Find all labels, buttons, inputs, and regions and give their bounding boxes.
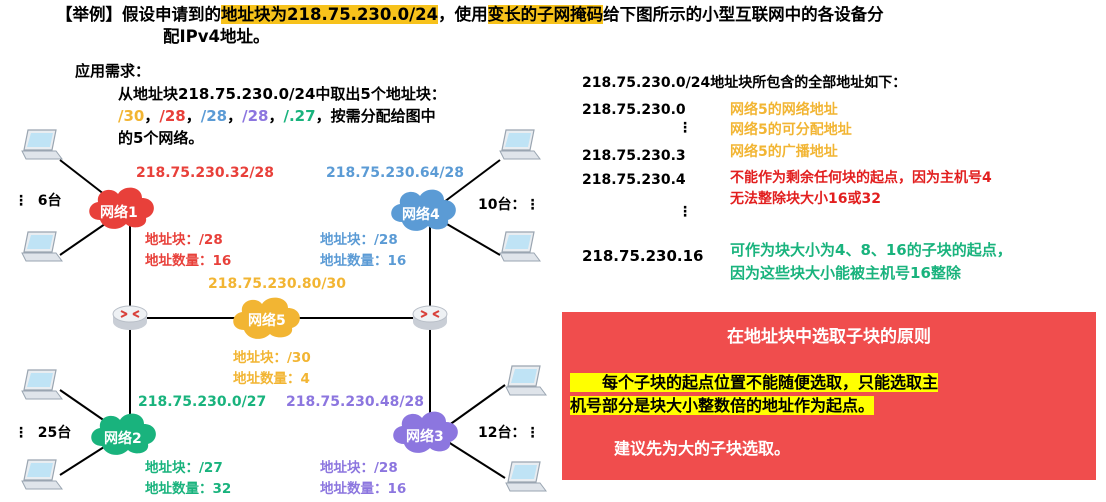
ellipsis-icon: ⋮	[525, 197, 540, 213]
ellipsis-icon: ⋮	[525, 425, 540, 441]
address-4-desc-1: 不能作为剩余任何块的起点，因为主机号4	[730, 170, 992, 186]
principle-line-1: 每个子块的起点位置不能随便选取，只能选取主	[570, 372, 939, 393]
cloud-network1	[89, 187, 154, 229]
req-sep: ，	[268, 107, 284, 125]
network5-block: 地址块：/30	[233, 350, 311, 366]
cloud-network5	[233, 297, 300, 339]
cloud-label-network5: 网络5	[248, 312, 286, 329]
network4-prefix: 218.75.230.64/28	[326, 165, 464, 181]
laptop-icon	[21, 129, 63, 160]
address-0: 218.75.230.0	[582, 102, 686, 118]
network3-prefix: 218.75.230.48/28	[286, 394, 424, 410]
cloud-label-network2: 网络2	[104, 430, 142, 447]
requirement-label: 应用需求：	[75, 62, 151, 80]
colon-text: ：	[511, 197, 526, 213]
principle-line-1-text: 每个子块的起点位置不能随便选取，只能选取主	[570, 373, 939, 392]
principle-line-3: 建议先为大的子块选取。	[614, 439, 791, 458]
header-highlight-block: 地址块为218.75.230.0/24	[221, 5, 439, 24]
network2-count: 地址数量：32	[145, 481, 232, 497]
req-tail: ，按需分配给图中	[315, 107, 436, 125]
principle-line-2: 机号部分是块大小整数倍的地址作为起点。	[570, 395, 875, 416]
cloud-label-network1: 网络1	[100, 204, 138, 221]
ellipsis-icon: ⋮	[14, 193, 28, 209]
network1-prefix: 218.75.230.32/28	[136, 165, 274, 181]
network1-block: 地址块：/28	[145, 232, 223, 248]
network4-hosts-text: 10台	[478, 197, 512, 213]
address-3-desc: 网络5的广播地址	[730, 144, 838, 160]
network1-count: 地址数量：16	[145, 253, 232, 269]
network4-count: 地址数量：16	[320, 253, 407, 269]
laptop-icon	[499, 231, 541, 262]
address-1-desc: 网络5的可分配地址	[730, 122, 852, 138]
network2-hosts: ⋮ 25台	[14, 425, 71, 441]
header-mid: ，使用	[438, 5, 488, 24]
req-block-30: /30	[118, 107, 145, 125]
laptop-icon	[505, 461, 547, 492]
req-sep: ，	[144, 107, 160, 125]
principle-line-2-text: 机号部分是块大小整数倍的地址作为起点。	[570, 396, 875, 415]
cloud-network2	[91, 413, 156, 455]
principle-title: 在地址块中选取子块的原则	[727, 327, 931, 347]
laptop-icon	[499, 129, 541, 160]
network5-count: 地址数量：4	[233, 371, 310, 387]
req-sep: ，	[185, 107, 201, 125]
address-0-desc: 网络5的网络地址	[730, 102, 838, 118]
cloud-label-network4: 网络4	[402, 206, 440, 223]
network-diagram: 网络1 网络4 网络5 网络2 网络3	[21, 129, 547, 492]
network3-count: 地址数量：16	[320, 481, 407, 497]
network3-hosts: 12台：⋮	[478, 425, 539, 441]
req-block-27: /.27	[283, 107, 316, 125]
laptop-icon	[21, 231, 63, 262]
header-prefix: 【举例】假设申请到的	[56, 5, 221, 24]
ellipsis-icon: ⋮	[14, 425, 28, 441]
address-4: 218.75.230.4	[582, 172, 686, 188]
header-suffix: 给下图所示的小型互联网中的各设备分	[603, 5, 884, 24]
header-line-2: 配IPv4地址。	[163, 27, 270, 46]
network1-hosts-text: 6台	[37, 193, 62, 209]
network5-prefix: 218.75.230.80/30	[208, 276, 346, 292]
laptop-icon	[21, 369, 63, 400]
requirement-line-1: 从地址块218.75.230.0/24中取出5个地址块：	[118, 85, 446, 103]
principle-box: 在地址块中选取子块的原则 每个子块的起点位置不能随便选取，只能选取主 机号部分是…	[562, 312, 1096, 480]
req-block-28c: /28	[242, 107, 269, 125]
network3-hosts-text: 12台	[478, 425, 512, 441]
network2-hosts-text: 25台	[37, 425, 72, 441]
address-4-desc-2: 无法整除块大小16或32	[730, 191, 881, 207]
address-16-desc-1: 可作为块大小为4、8、16的子块的起点，	[730, 241, 1012, 259]
ellipsis-icon: ⋮	[678, 120, 692, 136]
address-list-title: 218.75.230.0/24地址块所包含的全部地址如下：	[582, 75, 907, 91]
router-icon	[412, 305, 448, 331]
cloud-label-network3: 网络3	[406, 428, 444, 445]
network4-block: 地址块：/28	[320, 232, 398, 248]
network4-hosts: 10台：⋮	[478, 197, 539, 213]
req-sep: ，	[227, 107, 243, 125]
req-block-28b: /28	[200, 107, 228, 125]
colon-text: ：	[511, 425, 526, 441]
cloud-network4	[391, 189, 456, 231]
network3-block: 地址块：/28	[320, 460, 398, 476]
network2-block: 地址块：/27	[145, 460, 223, 476]
requirement-line-3: 的5个网络。	[118, 129, 204, 147]
req-block-28a: /28	[159, 107, 186, 125]
address-16-desc-2: 因为这些块大小能被主机号16整除	[730, 264, 961, 282]
address-3: 218.75.230.3	[582, 148, 686, 164]
cloud-network3	[393, 411, 458, 453]
requirement-line-2: /30，/28，/28，/28，/.27，按需分配给图中	[118, 107, 436, 125]
laptop-icon	[505, 365, 547, 396]
header-line-1: 【举例】假设申请到的地址块为218.75.230.0/24，使用变长的子网掩码给…	[56, 5, 884, 25]
network1-hosts: ⋮ 6台	[14, 193, 62, 209]
ellipsis-icon: ⋮	[678, 204, 692, 220]
network2-prefix: 218.75.230.0/27	[138, 394, 267, 410]
address-16: 218.75.230.16	[582, 247, 704, 265]
router-icon	[112, 305, 148, 331]
header-highlight-mask: 变长的子网掩码	[487, 5, 604, 24]
laptop-icon	[21, 459, 63, 490]
